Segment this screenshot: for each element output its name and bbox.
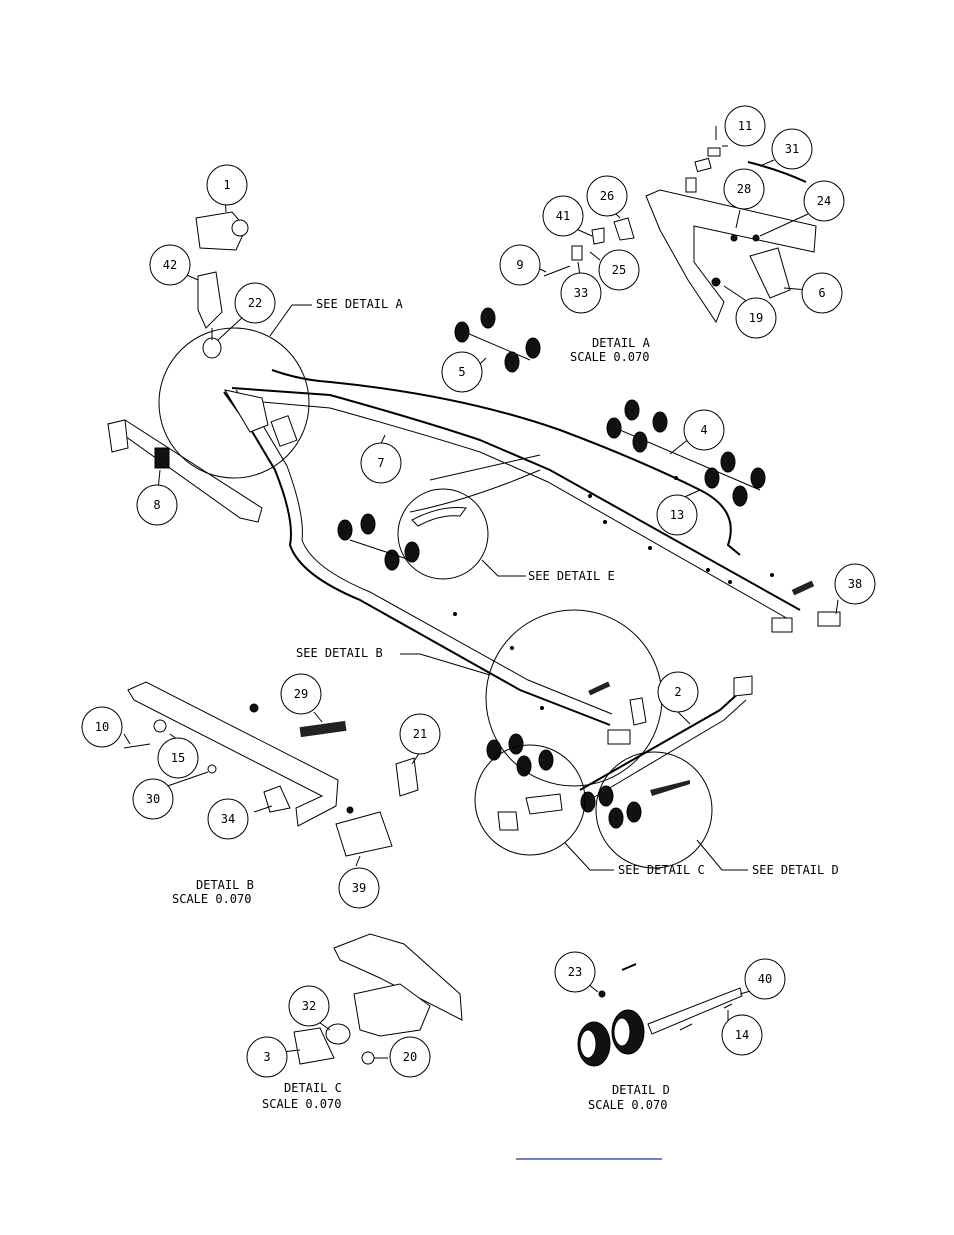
balloon-39-label: 39 — [352, 881, 366, 895]
balloon-42-label: 42 — [163, 258, 177, 272]
balloon-39: 39 — [338, 867, 380, 909]
callout-see-detail-e: SEE DETAIL E — [528, 569, 615, 583]
balloon-11: 11 — [724, 105, 766, 147]
balloon-11-label: 11 — [738, 119, 752, 133]
callout-see-detail-d: SEE DETAIL D — [752, 863, 839, 877]
roller-assembly-rear — [486, 733, 690, 831]
balloon-2: 2 — [657, 671, 699, 713]
balloon-19: 19 — [735, 297, 777, 339]
balloon-14-label: 14 — [735, 1028, 749, 1042]
balloon-15: 15 — [157, 737, 199, 779]
balloon-28-label: 28 — [737, 182, 751, 196]
balloon-4-label: 4 — [700, 423, 707, 437]
balloon-38-label: 38 — [848, 577, 862, 591]
balloon-8-label: 8 — [153, 498, 160, 512]
roller-assembly-center — [337, 507, 467, 571]
balloon-13-label: 13 — [670, 508, 684, 522]
callout-see-detail-b: SEE DETAIL B — [296, 646, 383, 660]
balloon-1: 1 — [206, 164, 248, 206]
balloon-32-label: 32 — [302, 999, 316, 1013]
balloon-42: 42 — [149, 244, 191, 286]
roller-assembly-5 — [454, 307, 541, 373]
balloon-22: 22 — [234, 282, 276, 324]
callout-see-detail-c: SEE DETAIL C — [618, 863, 705, 877]
detail-circles — [158, 327, 713, 869]
balloon-21: 21 — [399, 713, 441, 755]
detail-d-graphics — [577, 963, 743, 1067]
balloon-19-label: 19 — [749, 311, 763, 325]
balloon-5: 5 — [441, 351, 483, 393]
callout-see-detail-a: SEE DETAIL A — [316, 297, 403, 311]
balloon-10: 10 — [81, 706, 123, 748]
balloon-7: 7 — [360, 442, 402, 484]
balloon-29: 29 — [280, 673, 322, 715]
roller-assembly-4 — [606, 399, 766, 507]
detail-d-title: DETAIL D — [612, 1083, 670, 1097]
balloon-23: 23 — [554, 951, 596, 993]
balloon-28: 28 — [723, 168, 765, 210]
balloon-10-label: 10 — [95, 720, 109, 734]
callout-leaders — [269, 304, 748, 871]
detail-c-scale: SCALE 0.070 — [262, 1097, 341, 1111]
balloon-24: 24 — [803, 180, 845, 222]
detail-a-scale: SCALE 0.070 — [570, 350, 649, 364]
balloon-31: 31 — [771, 128, 813, 170]
balloon-25: 25 — [598, 249, 640, 291]
balloon-40-label: 40 — [758, 972, 772, 986]
balloon-20-label: 20 — [403, 1050, 417, 1064]
balloon-32: 32 — [288, 985, 330, 1027]
detail-a-title: DETAIL A — [592, 336, 651, 350]
balloon-23-label: 23 — [568, 965, 582, 979]
balloon-3-label: 3 — [263, 1050, 270, 1064]
balloon-13: 13 — [656, 494, 698, 536]
balloon-3: 3 — [246, 1036, 288, 1078]
balloon-6-label: 6 — [818, 286, 825, 300]
balloon-34-label: 34 — [221, 812, 235, 826]
balloon-26: 26 — [586, 175, 628, 217]
balloon-25-label: 25 — [612, 263, 626, 277]
detail-c-graphics — [293, 933, 463, 1065]
detail-d-scale: SCALE 0.070 — [588, 1098, 667, 1112]
balloon-5-label: 5 — [458, 365, 465, 379]
balloon-30: 30 — [132, 778, 174, 820]
detail-b-title: DETAIL B — [196, 878, 254, 892]
balloon-33: 33 — [560, 272, 602, 314]
balloon-2-label: 2 — [674, 685, 681, 699]
winch-and-bracket — [195, 211, 249, 359]
balloon-24-label: 24 — [817, 194, 831, 208]
detail-b-graphics — [123, 681, 419, 857]
balloon-29-label: 29 — [294, 687, 308, 701]
balloon-31-label: 31 — [785, 142, 799, 156]
balloon-21-label: 21 — [413, 727, 427, 741]
detail-c-title: DETAIL C — [284, 1081, 342, 1095]
balloon-22-label: 22 — [248, 296, 262, 310]
detail-a-graphics — [543, 126, 817, 324]
balloon-40: 40 — [744, 958, 786, 1000]
balloon-9: 9 — [499, 244, 541, 286]
balloon-15-label: 15 — [171, 751, 185, 765]
balloon-33-label: 33 — [574, 286, 588, 300]
balloon-4: 4 — [683, 409, 725, 451]
balloon-14: 14 — [721, 1014, 763, 1056]
detail-b-scale: SCALE 0.070 — [172, 892, 251, 906]
balloon-7-label: 7 — [377, 456, 384, 470]
balloon-6: 6 — [801, 272, 843, 314]
balloon-26-label: 26 — [600, 189, 614, 203]
balloon-8: 8 — [136, 484, 178, 526]
balloon-38: 38 — [834, 563, 876, 605]
balloon-41: 41 — [542, 195, 584, 237]
balloon-9-label: 9 — [516, 258, 523, 272]
main-trailer-frame — [106, 369, 841, 803]
balloon-34: 34 — [207, 798, 249, 840]
balloon-leaders — [123, 145, 839, 1059]
balloon-30-label: 30 — [146, 792, 160, 806]
balloon-20: 20 — [389, 1036, 431, 1078]
rail-holes — [453, 476, 774, 710]
balloon-1-label: 1 — [223, 178, 230, 192]
balloon-41-label: 41 — [556, 209, 570, 223]
